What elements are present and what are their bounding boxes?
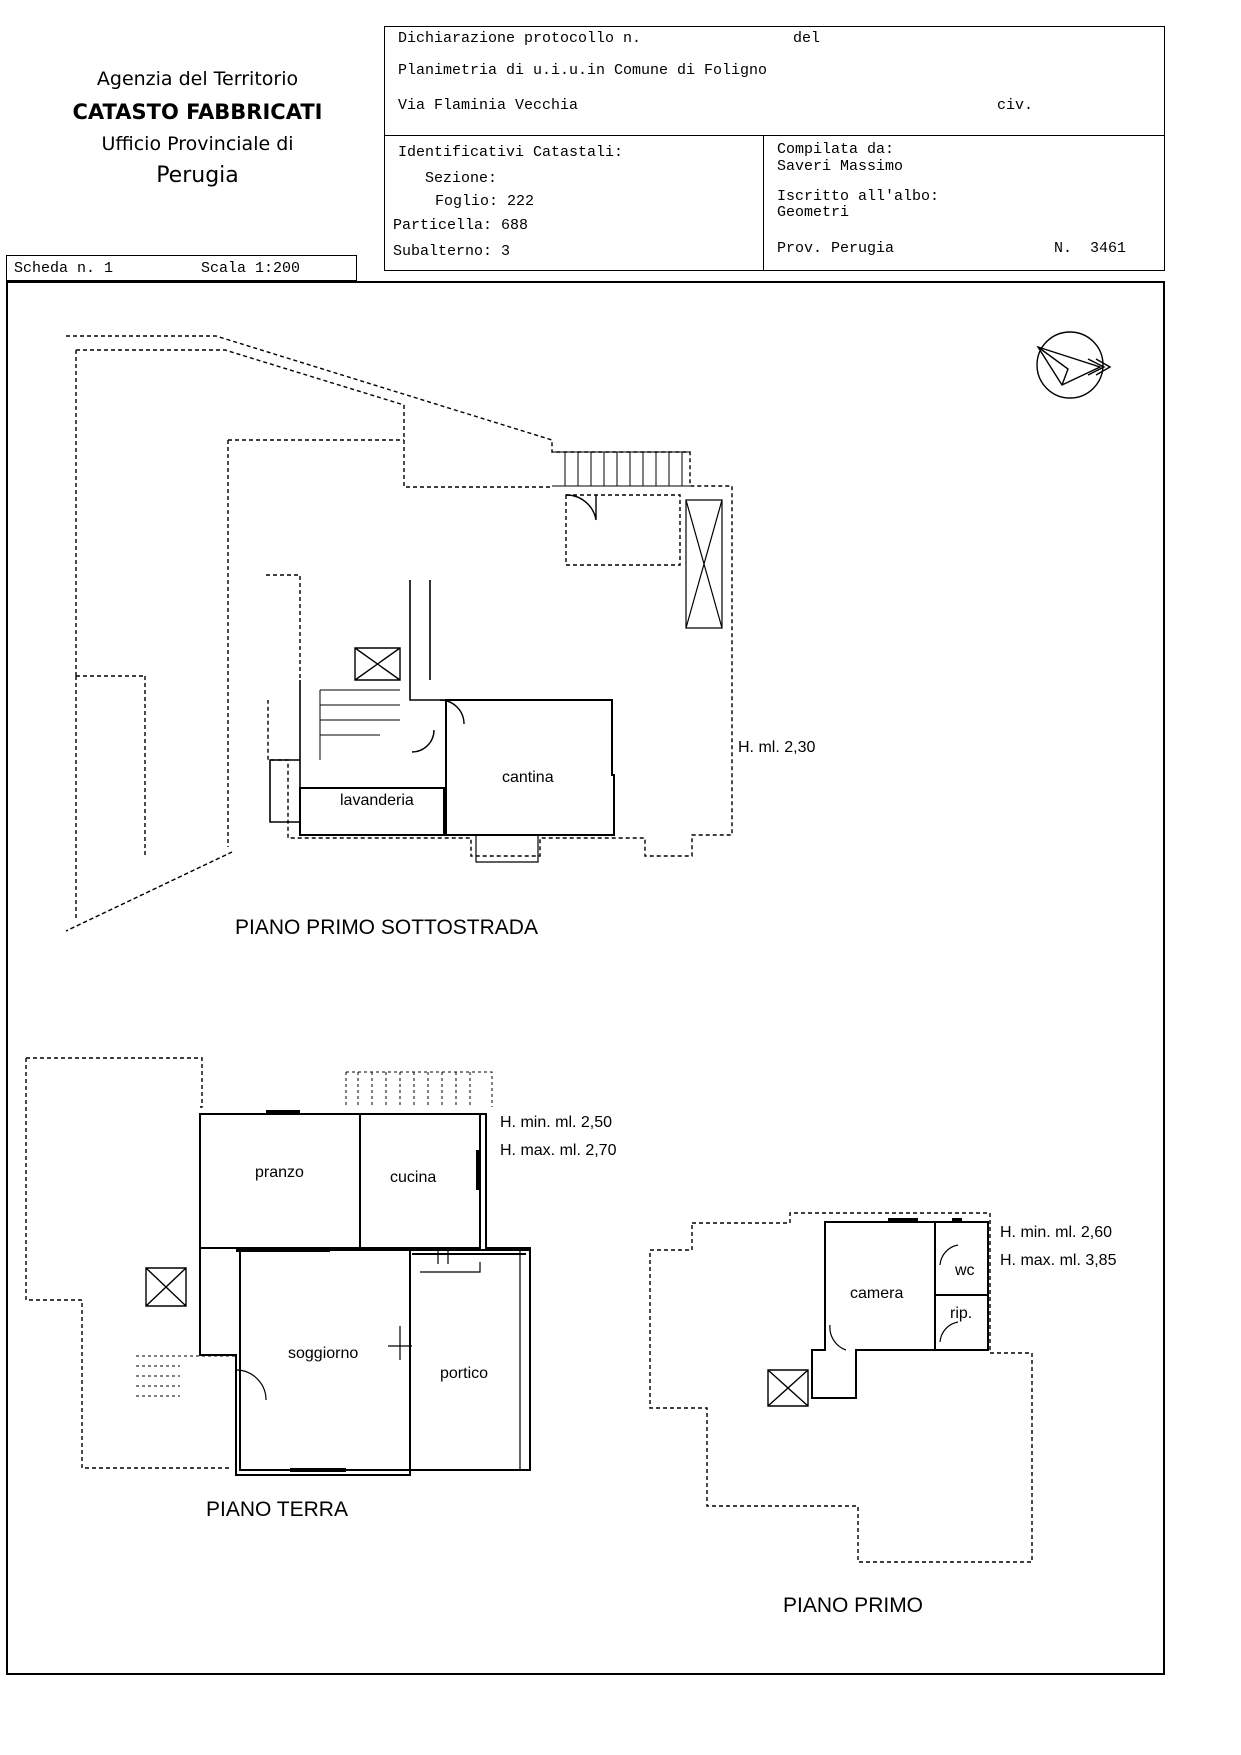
sheet-number: Scheda n. 1 bbox=[14, 260, 114, 277]
first-vent-box bbox=[767, 1369, 809, 1407]
label-first-hmax: H. max. ml. 3,85 bbox=[1000, 1252, 1117, 1269]
ground-vent-box bbox=[145, 1267, 187, 1307]
first-terrace-boundary bbox=[649, 1212, 1033, 1563]
sheet-scale: Scala 1:200 bbox=[201, 260, 301, 277]
label-living: soggiorno bbox=[288, 1345, 358, 1362]
first-wc bbox=[934, 1221, 989, 1296]
compiled-name: Saveri Massimo bbox=[777, 158, 904, 175]
ground-door-swings bbox=[235, 1250, 449, 1401]
label-ground-hmin: H. min. ml. 2,50 bbox=[500, 1114, 612, 1131]
basement-interior-walls bbox=[269, 580, 447, 823]
label-dining: pranzo bbox=[255, 1164, 304, 1181]
registry-name: CATASTO FABBRICATI bbox=[72, 100, 323, 124]
ground-porch bbox=[409, 1249, 531, 1471]
agency-name: Agenzia del Territorio bbox=[96, 68, 299, 90]
first-storage bbox=[934, 1294, 989, 1351]
registered-label: Iscritto all'albo: bbox=[777, 188, 940, 205]
basement-inner-dashed bbox=[75, 349, 552, 920]
north-arrow-pointer bbox=[1036, 345, 1102, 386]
first-bedroom bbox=[811, 1221, 936, 1399]
title-ground: PIANO TERRA bbox=[206, 1498, 348, 1521]
first-plan bbox=[649, 1212, 1033, 1563]
basement-garden-boundary bbox=[65, 335, 733, 932]
label-bedroom: camera bbox=[850, 1285, 903, 1302]
north-arrow-mark bbox=[1087, 358, 1112, 376]
north-arrow bbox=[1036, 331, 1112, 399]
foglio-field: Foglio: 222 bbox=[435, 193, 535, 210]
office-city: Perugia bbox=[156, 163, 239, 188]
compiler-box bbox=[763, 135, 1165, 271]
sezione-field: Sezione: bbox=[425, 170, 498, 187]
sheet-box bbox=[6, 255, 357, 281]
office-name: Ufficio Provinciale di bbox=[101, 133, 294, 155]
basement-cellar-room bbox=[445, 699, 615, 836]
title-basement: PIANO PRIMO SOTTOSTRADA bbox=[235, 916, 538, 939]
label-basement-height: H. ml. 2,30 bbox=[738, 739, 815, 756]
identifiers-title: Identificativi Catastali: bbox=[398, 144, 624, 161]
label-ground-hmax: H. max. ml. 2,70 bbox=[500, 1142, 617, 1159]
label-laundry: lavanderia bbox=[340, 792, 414, 809]
basement-laundry-room bbox=[299, 787, 445, 836]
basement-door-arc bbox=[565, 494, 597, 521]
address-line: Via Flaminia Vecchia bbox=[398, 97, 579, 114]
registration-number: N. 3461 bbox=[1054, 240, 1127, 257]
ground-windows bbox=[236, 1110, 480, 1472]
basement-door-swings bbox=[411, 699, 465, 753]
basement-stairs-top bbox=[552, 451, 690, 487]
label-storage: rip. bbox=[950, 1305, 972, 1322]
label-wc: wc bbox=[954, 1262, 975, 1279]
basement-landing bbox=[565, 494, 681, 566]
protocol-date-label: del bbox=[793, 30, 821, 47]
label-kitchen: cucina bbox=[390, 1169, 436, 1186]
compiled-label: Compilata da: bbox=[777, 141, 895, 158]
ground-kitchen bbox=[359, 1113, 481, 1249]
civic-label: civ. bbox=[997, 97, 1034, 114]
ground-plan bbox=[25, 1057, 531, 1476]
title-first: PIANO PRIMO bbox=[783, 1594, 923, 1617]
registered-value: Geometri bbox=[777, 204, 850, 221]
label-porch: portico bbox=[440, 1365, 488, 1382]
ground-entrance-steps bbox=[136, 1355, 236, 1397]
protocol-label: Dichiarazione protocollo n. bbox=[398, 30, 642, 47]
first-door-swings bbox=[829, 1244, 959, 1351]
label-first-hmin: H. min. ml. 2,60 bbox=[1000, 1224, 1112, 1241]
ground-dining-room bbox=[199, 1113, 361, 1249]
drawing-frame bbox=[6, 281, 1165, 1675]
north-arrow-ring bbox=[1036, 331, 1104, 399]
particella-field: Particella: 688 bbox=[393, 217, 529, 234]
basement-plan bbox=[65, 335, 733, 932]
basement-light-well bbox=[685, 499, 723, 629]
basement-window bbox=[475, 834, 539, 863]
planimetry-line: Planimetria di u.i.u.in Comune di Folign… bbox=[398, 62, 768, 79]
basement-vent-box bbox=[354, 647, 401, 681]
ground-stairs-dashed bbox=[345, 1071, 493, 1107]
ground-garden-boundary bbox=[25, 1057, 231, 1469]
basement-stair-inner bbox=[319, 689, 400, 760]
ground-porch-columns bbox=[420, 1250, 521, 1470]
subalterno-field: Subalterno: 3 bbox=[393, 243, 511, 260]
province-field: Prov. Perugia bbox=[777, 240, 895, 257]
label-cellar: cantina bbox=[502, 769, 554, 786]
